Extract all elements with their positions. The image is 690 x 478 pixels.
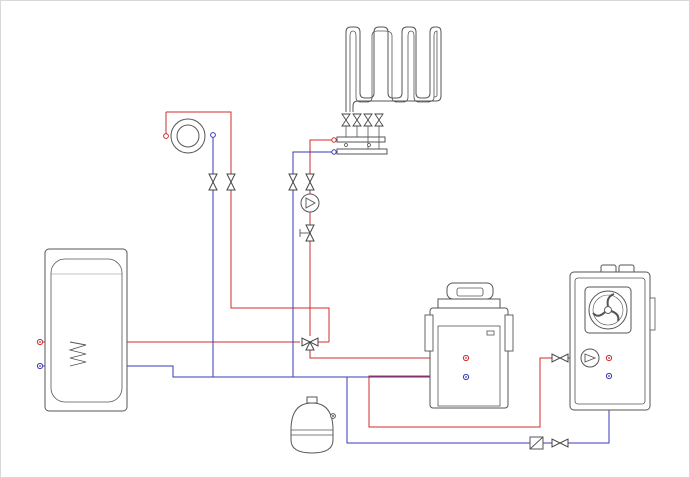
manifold-return-port <box>331 149 337 155</box>
manifold-valve-1 <box>341 113 351 127</box>
manifold <box>331 126 388 155</box>
heatpump-pump <box>580 348 600 368</box>
thermostat-return-valve <box>208 173 218 191</box>
thermostat-supply-valve <box>226 173 236 191</box>
supply-pipe-boiler <box>309 349 466 359</box>
underfloor-loop <box>345 26 442 112</box>
storage-tank <box>36 248 128 412</box>
return-pipe-manifold <box>292 151 334 377</box>
tank-coil-icon <box>68 341 87 367</box>
manifold-supply-port <box>331 137 337 143</box>
supply-pipe-thermostat <box>166 111 330 342</box>
return-valve-heatpump <box>551 438 569 448</box>
circulation-pump <box>300 193 320 213</box>
heat-pump <box>569 264 656 411</box>
manifold-supply-valve <box>305 173 315 191</box>
thermostat-supply-port <box>163 133 169 139</box>
manifold-valve-3 <box>363 113 373 127</box>
manifold-valve-2 <box>352 113 362 127</box>
heatpump-supply-valve <box>551 353 569 363</box>
manifold-valve-4 <box>374 113 384 127</box>
check-valve <box>299 224 315 242</box>
expansion-vessel <box>290 396 336 454</box>
three-way-valve <box>301 337 329 351</box>
filter <box>529 436 544 450</box>
thermostat-return-port <box>210 132 216 138</box>
supply-pipe-manifold <box>309 139 334 336</box>
manifold-return-valve <box>288 173 298 191</box>
boiler <box>424 282 514 409</box>
room-thermostat <box>163 112 216 154</box>
